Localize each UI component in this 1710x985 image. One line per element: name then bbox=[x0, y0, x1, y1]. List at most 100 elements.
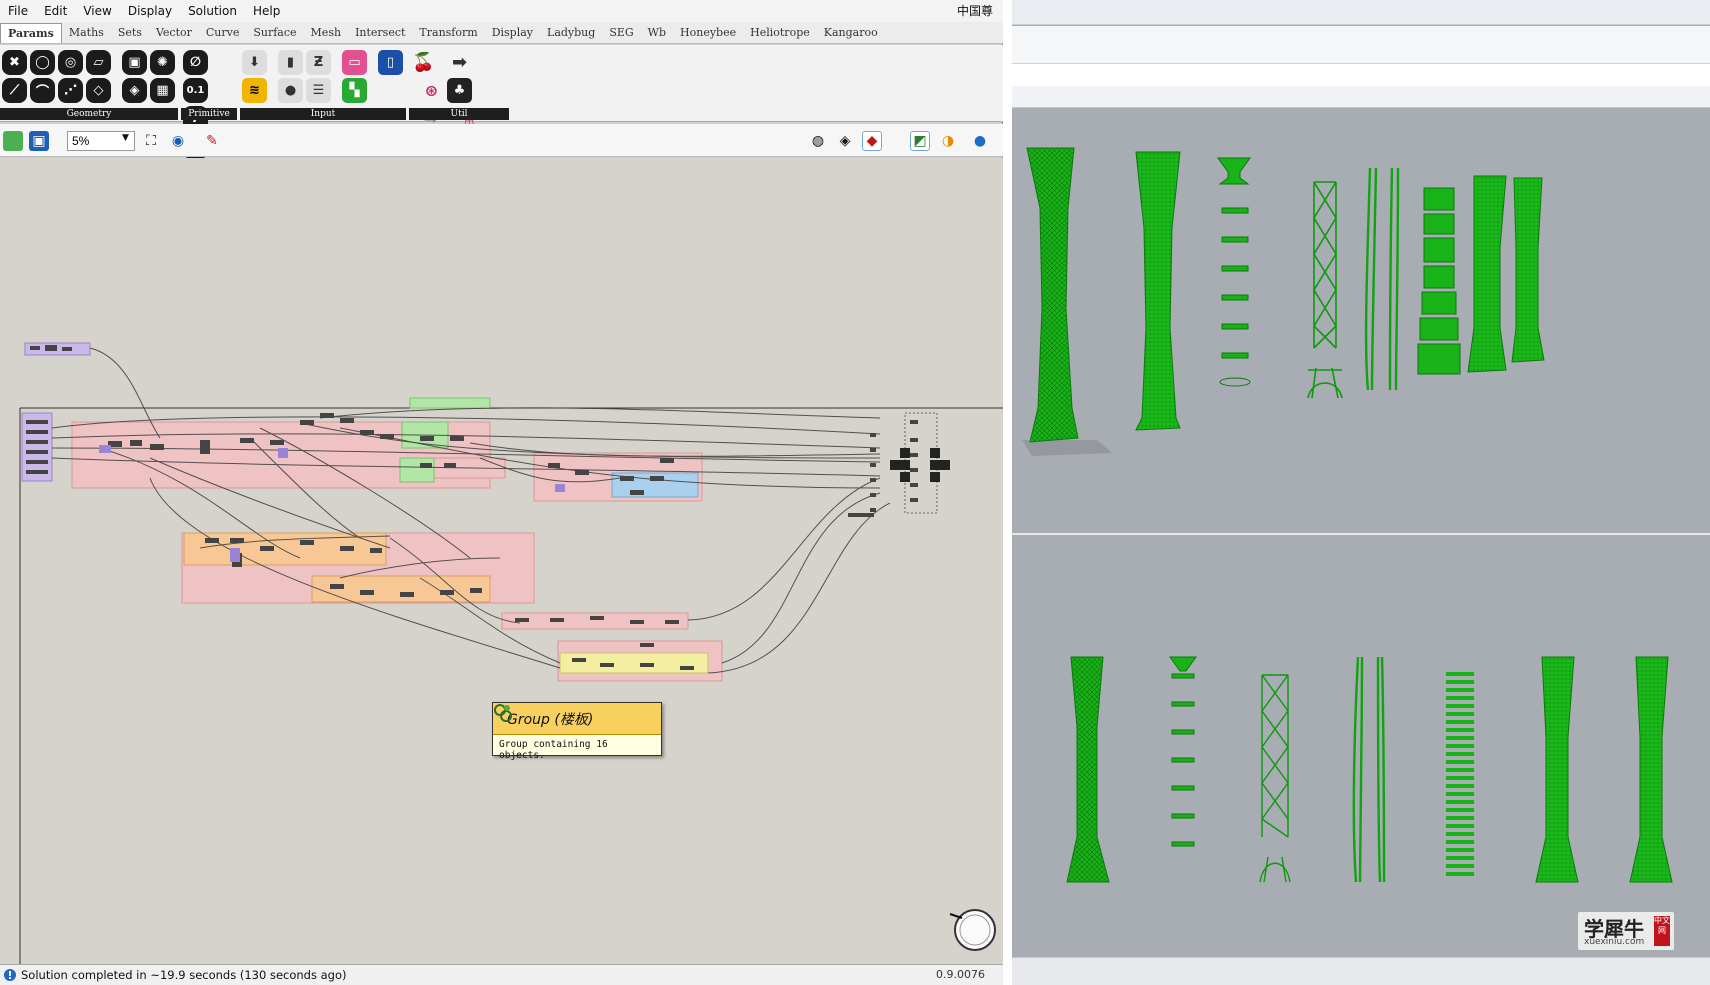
value-list-icon[interactable]: ☰ bbox=[306, 78, 331, 103]
button-input-icon[interactable]: ▯ bbox=[378, 50, 403, 75]
elevation-shell bbox=[1066, 656, 1110, 883]
watermark-logo: 学犀牛 xuexiniu.com 中文网 bbox=[1578, 912, 1674, 950]
tab-vector[interactable]: Vector bbox=[155, 26, 192, 39]
box-param-icon[interactable]: ▣ bbox=[122, 50, 147, 75]
graph-mapper-icon[interactable]: ≋ bbox=[242, 78, 267, 103]
point-param-icon[interactable]: ⋰ bbox=[58, 78, 83, 103]
surface-param-icon[interactable]: ▱ bbox=[86, 50, 111, 75]
tab-heliotrope[interactable]: Heliotrope bbox=[750, 26, 810, 39]
tab-kangaroo[interactable]: Kangaroo bbox=[823, 26, 878, 39]
canvas-navigation-icon[interactable] bbox=[954, 909, 996, 951]
sketch-pen-icon[interactable]: ✎ bbox=[206, 133, 218, 149]
viewport-perspective[interactable] bbox=[1012, 108, 1710, 535]
tab-mesh[interactable]: Mesh bbox=[310, 26, 342, 39]
tab-ladybug[interactable]: Ladybug bbox=[547, 26, 596, 39]
zoom-extents-icon[interactable]: ⛶ bbox=[146, 133, 156, 149]
group-purple[interactable] bbox=[24, 342, 91, 356]
arrow-right-icon[interactable]: ➡ bbox=[451, 52, 468, 73]
cherry-icon[interactable]: 🍒 bbox=[412, 52, 435, 73]
geometry-param-icon[interactable]: ✖ bbox=[2, 50, 27, 75]
group-purple[interactable] bbox=[21, 412, 53, 482]
mesh-param-icon[interactable]: ✺ bbox=[150, 50, 175, 75]
preview-selected-icon[interactable]: ◆ bbox=[862, 131, 882, 151]
display-mesh-icon[interactable]: ◩ bbox=[910, 131, 930, 151]
canvas-navigation-icon bbox=[959, 914, 991, 946]
menu-help[interactable]: Help bbox=[252, 4, 281, 18]
watermark-seal: 中文网 bbox=[1654, 916, 1670, 946]
definition-graph bbox=[19, 342, 1003, 964]
save-file-icon[interactable]: ▣ bbox=[29, 131, 49, 151]
display-mode-icon[interactable]: ● bbox=[973, 133, 987, 149]
menu-bar: File Edit View Display Solution Help 中国尊 bbox=[0, 0, 1003, 22]
boolean-param-icon[interactable]: ∅ bbox=[183, 50, 208, 75]
slider-input-icon[interactable]: Ƶ bbox=[306, 50, 331, 75]
ribbon-label-input: Input bbox=[240, 108, 406, 120]
arc-param-icon[interactable]: ⌒ bbox=[30, 78, 55, 103]
tab-curve[interactable]: Curve bbox=[205, 26, 240, 39]
elevation-diagrid bbox=[1259, 674, 1291, 883]
brep-param-icon[interactable]: ◈ bbox=[122, 78, 147, 103]
perspective-geometry bbox=[1022, 147, 1545, 456]
ribbon-label-geometry: Geometry bbox=[0, 108, 178, 120]
wire-bundle bbox=[51, 347, 891, 674]
tower-columns bbox=[1364, 167, 1400, 391]
panel-input-icon[interactable]: ⬇ bbox=[242, 50, 267, 75]
knob-input-icon[interactable]: ● bbox=[278, 78, 303, 103]
component-ribbon: ✖ ◯ ◎ ▱ ▣ ✺ ⟋ ⌒ ⋰ ◇ ◈ ▦ Geometry bbox=[0, 45, 1003, 159]
tab-transform[interactable]: Transform bbox=[419, 26, 478, 39]
group-pink[interactable] bbox=[501, 612, 689, 630]
group-orange[interactable] bbox=[183, 532, 387, 566]
canvas-toolbar: ▣ ▼ ⛶ ◉ ✎ ◍ ◈ ◆ ◩ ◑ ● bbox=[0, 124, 1003, 157]
group-green[interactable] bbox=[399, 457, 435, 483]
relay-nodes bbox=[99, 445, 565, 562]
tower-diagrid bbox=[1307, 181, 1343, 399]
menu-edit[interactable]: Edit bbox=[44, 4, 68, 18]
tab-sets[interactable]: Sets bbox=[117, 26, 142, 39]
menu-display[interactable]: Display bbox=[127, 4, 173, 18]
zoom-level-field[interactable] bbox=[67, 131, 135, 151]
gradient-input-icon[interactable]: ▭ bbox=[342, 50, 367, 75]
cluster-icon[interactable]: ⊛ bbox=[424, 81, 439, 100]
number-param-icon[interactable]: 0.1 bbox=[183, 78, 208, 103]
tab-surface[interactable]: Surface bbox=[253, 26, 297, 39]
plane-param-icon[interactable]: ◇ bbox=[86, 78, 111, 103]
group-icon bbox=[494, 704, 512, 722]
tab-seg[interactable]: SEG bbox=[609, 26, 634, 39]
tree-icon[interactable]: ♣ bbox=[447, 78, 472, 103]
grasshopper-canvas[interactable]: Group (楼板) Group containing 16 objects. bbox=[0, 158, 1003, 964]
line-param-icon[interactable]: ⟋ bbox=[2, 78, 27, 103]
watermark-url: xuexiniu.com bbox=[1584, 937, 1645, 947]
tab-params[interactable]: Params bbox=[0, 23, 62, 43]
elevation-skin-a bbox=[1535, 656, 1579, 883]
tab-display[interactable]: Display bbox=[491, 26, 534, 39]
menu-view[interactable]: View bbox=[83, 4, 112, 18]
toggle-input-icon[interactable]: ▮ bbox=[278, 50, 303, 75]
tooltip-description: Group containing 16 objects. bbox=[499, 739, 608, 761]
info-icon bbox=[4, 969, 16, 981]
preview-eye-icon[interactable]: ◉ bbox=[171, 133, 185, 149]
elevation-levels bbox=[1446, 672, 1474, 876]
elevation-columns bbox=[1352, 656, 1386, 883]
viewport-front[interactable] bbox=[1012, 537, 1710, 957]
display-material-icon[interactable]: ◑ bbox=[941, 133, 955, 149]
matrix-input-icon[interactable]: ▚ bbox=[342, 78, 367, 103]
rhino-command-area[interactable] bbox=[1012, 26, 1710, 64]
curve-param-icon[interactable]: ◎ bbox=[58, 50, 83, 75]
preview-shade-icon[interactable]: ◈ bbox=[839, 133, 851, 149]
open-file-icon[interactable] bbox=[3, 131, 23, 151]
tab-maths[interactable]: Maths bbox=[68, 26, 104, 39]
tab-wb[interactable]: Wb bbox=[647, 26, 667, 39]
group-green[interactable] bbox=[409, 397, 491, 409]
tower-skin-b bbox=[1511, 177, 1545, 363]
version-label: 0.9.0076 bbox=[936, 968, 985, 981]
ribbon-label-primitive: Primitive bbox=[181, 108, 237, 120]
preview-wire-icon[interactable]: ◍ bbox=[811, 133, 825, 149]
tab-honeybee[interactable]: Honeybee bbox=[680, 26, 737, 39]
rhino-command-line[interactable] bbox=[1012, 64, 1710, 86]
ribbon-group-input: ⬇ ▮ Ƶ ▭ ▯ ≋ ● ☰ ▚ Input bbox=[240, 48, 406, 120]
menu-file[interactable]: File bbox=[8, 4, 29, 18]
circle-param-icon[interactable]: ◯ bbox=[30, 50, 55, 75]
field-param-icon[interactable]: ▦ bbox=[150, 78, 175, 103]
tab-intersect[interactable]: Intersect bbox=[355, 26, 406, 39]
menu-solution[interactable]: Solution bbox=[188, 4, 237, 18]
